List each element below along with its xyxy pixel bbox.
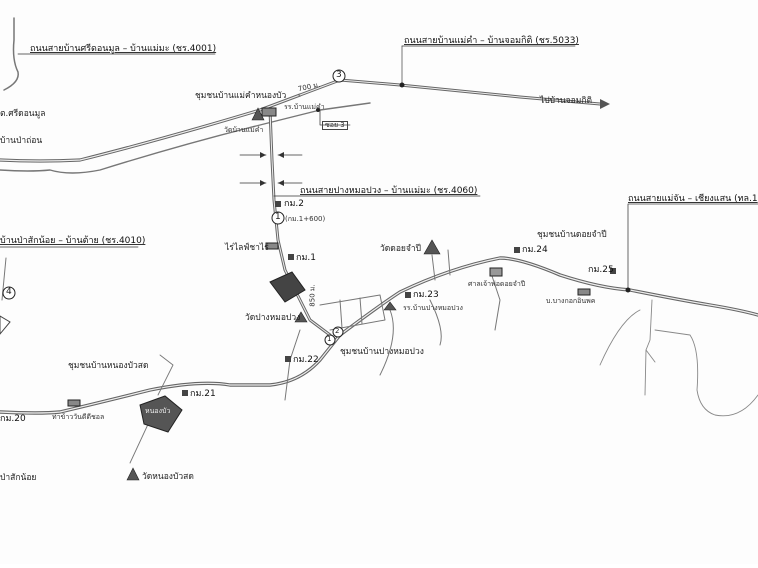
point-1-upper-label: 1 xyxy=(275,212,281,222)
road-label-4001: ถนนสายบ้านศรีดอนมูล – บ้านแม่มะ (ชร.4001… xyxy=(30,44,217,54)
point-1-upper xyxy=(271,211,285,225)
label-pasaknoi: ป่าสักน้อย xyxy=(0,473,37,483)
km-marker-icons xyxy=(182,201,616,396)
label-temple-doijampi: วัดดอยจำปี xyxy=(380,244,422,254)
temple-maekham-icon xyxy=(251,107,265,121)
label-soi-3: ซอย 3 xyxy=(322,121,348,130)
label-swamp: หนองบัว xyxy=(145,407,171,415)
label-school-maekham: รร.บ้านแม่คำ xyxy=(284,103,325,111)
right-local-roads xyxy=(599,299,758,417)
label-community-nongbuasad: ชุมชนบ้านหนองบัวสด xyxy=(68,361,149,371)
km-marker-24: กม.24 xyxy=(522,245,548,255)
label-rice-mill: ท่าข้าววันดีดีชอล xyxy=(52,413,105,421)
road-label-1: ถนนสายแม่จัน – เชียงแสน (ทล.1 xyxy=(628,194,758,204)
field-left xyxy=(0,315,11,335)
label-community-maekham: ชุมชนบ้านแม่คำหนองบัว xyxy=(195,91,287,101)
km-note: (กม.1+600) xyxy=(285,215,326,223)
temple-pangmoh-icon xyxy=(294,311,308,323)
road-4001-vertical xyxy=(3,17,19,91)
point-2-label: 2 xyxy=(335,327,340,335)
building-school-maekham xyxy=(261,107,277,117)
soi-3 xyxy=(319,109,351,126)
km-marker-2: กม.2 xyxy=(284,199,304,209)
km-marker-20: กม.20 xyxy=(0,414,26,424)
km-marker-23: กม.23 xyxy=(413,290,439,300)
label-school-pangmoh: รร.บ้านปางหมอปวง xyxy=(403,304,463,312)
point-3 xyxy=(332,69,346,83)
label-sridonmoon: ต.ศรีดอนมูล xyxy=(0,109,46,119)
school-pangmoh-icon xyxy=(383,301,397,311)
road-label-5033: ถนนสายบ้านแม่คำ – บ้านจอมกิติ (ชร.5033) xyxy=(404,36,579,46)
building-rai xyxy=(265,242,279,250)
label-distance-850: 850 ม. xyxy=(308,284,317,307)
building-company xyxy=(577,288,591,296)
building-rice-mill xyxy=(67,399,81,407)
label-community-doijampi: ชุมชนบ้านดอยจำปี xyxy=(537,230,607,240)
swamp-nongbuasad xyxy=(139,395,183,433)
direction-arrow xyxy=(600,99,610,109)
road-label-4060: ถนนสายปางหมอปวง – บ้านแม่มะ (ชร.4060) xyxy=(300,186,478,196)
label-rai-farm: ไร่ไลฟ์ชาไร่ xyxy=(225,243,269,253)
km-marker-22: กม.22 xyxy=(293,355,319,365)
main-highway xyxy=(0,256,758,415)
km-marker-21: กม.21 xyxy=(190,389,216,399)
point-4-label: 4 xyxy=(6,287,12,297)
km-marker-25: กม.25 xyxy=(588,265,614,275)
label-temple-nongbuasad: วัดหนองบัวสด xyxy=(142,472,194,482)
point-1-lower-label: 1 xyxy=(327,335,332,343)
label-temple-maekham: วัดบ้านแม่คำ xyxy=(224,126,264,134)
km-marker-1: กม.1 xyxy=(296,253,316,263)
point-1-lower xyxy=(324,334,336,346)
point-2 xyxy=(332,326,344,338)
label-temple-pangmoh: วัดปางหมอปวง xyxy=(245,313,301,323)
label-bang-company: บ.บางกอกอินพค xyxy=(546,297,596,305)
label-padon: บ้านป่าถ่อน xyxy=(0,136,43,146)
road-label-4010: บ้านป่าสักน้อย – บ้านต้าย (ชร.4010) xyxy=(0,236,146,246)
building-shrine xyxy=(489,267,503,277)
point-3-label: 3 xyxy=(336,70,342,80)
temple-nongbuasad-icon xyxy=(126,467,140,481)
point-4 xyxy=(2,286,16,300)
label-shrine-doijampi: ศาลเจ้าพ่อดอยจำปี xyxy=(468,280,526,288)
road-lower-left xyxy=(0,102,371,174)
label-community-pangmoh: ชุมชนบ้านปางหมอปวง xyxy=(340,347,424,357)
temple-doijampi-icon xyxy=(423,239,441,255)
field-pangmoh xyxy=(269,271,306,303)
road-1-leader xyxy=(627,203,758,291)
label-to-jomkiti: ไปบ้านจอมกิติ xyxy=(540,96,593,106)
